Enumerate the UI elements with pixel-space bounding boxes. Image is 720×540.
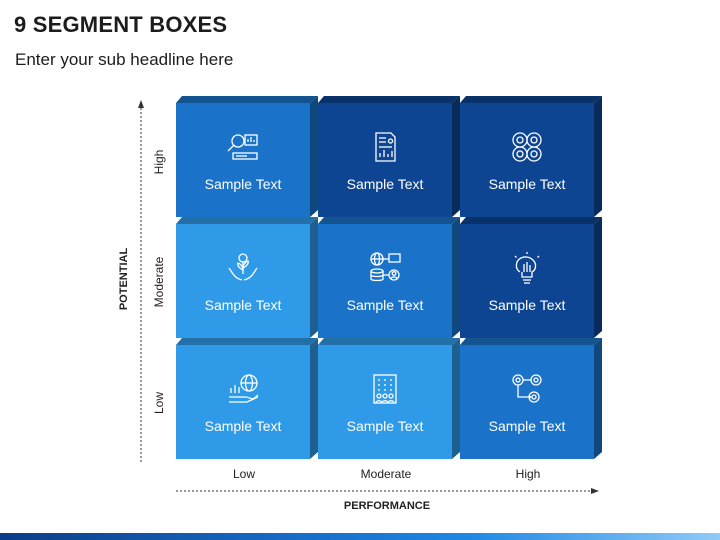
page-subtitle: Enter your sub headline here xyxy=(15,50,234,69)
box-top-face xyxy=(176,96,318,103)
box-label: Sample Text xyxy=(346,297,424,313)
box-front-face xyxy=(460,224,594,338)
segment-box-moderate-high: Sample Text xyxy=(460,217,602,345)
box-front-face xyxy=(318,224,452,338)
x-tick-moderate: Moderate xyxy=(360,467,412,481)
box-label: Sample Text xyxy=(488,297,566,313)
idea-bulb-icon xyxy=(514,252,540,284)
x-tick-high: High xyxy=(515,467,541,481)
segment-box-moderate-low: Sample Text xyxy=(176,217,318,345)
gears-process-icon xyxy=(512,374,542,403)
box-label: Sample Text xyxy=(488,418,566,434)
segment-box-high-low: Sample Text xyxy=(176,96,318,224)
box-front-face xyxy=(176,103,310,217)
box-top-face xyxy=(318,338,460,345)
y-tick-moderate: Moderate xyxy=(152,256,166,308)
x-axis-title: PERFORMANCE xyxy=(343,500,431,512)
four-circles-icon xyxy=(512,132,542,162)
y-tick-low: Low xyxy=(152,391,166,415)
box-top-face xyxy=(460,217,602,224)
segment-box-low-moderate: Sample Text xyxy=(318,338,460,466)
page-title: 9 SEGMENT BOXES xyxy=(14,12,228,37)
box-side-face xyxy=(310,338,318,459)
box-side-face xyxy=(452,96,460,217)
box-top-face xyxy=(318,96,460,103)
box-front-face xyxy=(460,103,594,217)
office-building-icon xyxy=(373,374,397,404)
network-database-icon xyxy=(370,252,401,282)
box-side-face xyxy=(594,96,602,217)
globe-chart-icon xyxy=(229,374,259,403)
box-top-face xyxy=(460,96,602,103)
segment-box-high-high: Sample Text xyxy=(460,96,602,224)
analytics-search-icon xyxy=(227,134,258,160)
box-top-face xyxy=(318,217,460,224)
box-top-face xyxy=(176,338,318,345)
box-side-face xyxy=(452,338,460,459)
box-label: Sample Text xyxy=(488,176,566,192)
box-label: Sample Text xyxy=(204,176,282,192)
box-front-face xyxy=(318,345,452,459)
segment-box-moderate-moderate: Sample Text xyxy=(318,217,460,345)
segment-box-high-moderate: Sample Text xyxy=(318,96,460,224)
box-label: Sample Text xyxy=(204,297,282,313)
box-label: Sample Text xyxy=(204,418,282,434)
box-side-face xyxy=(594,338,602,459)
box-top-face xyxy=(176,217,318,224)
x-tick-low: Low xyxy=(232,467,256,481)
box-front-face xyxy=(318,103,452,217)
report-document-icon xyxy=(375,132,396,162)
box-label: Sample Text xyxy=(346,176,424,192)
box-top-face xyxy=(460,338,602,345)
y-axis-arrowhead xyxy=(138,100,144,108)
box-front-face xyxy=(176,224,310,338)
box-label: Sample Text xyxy=(346,418,424,434)
footer-accent-bar xyxy=(0,533,720,540)
box-side-face xyxy=(452,217,460,338)
y-axis-title: POTENTIAL xyxy=(118,247,130,311)
box-side-face xyxy=(310,217,318,338)
segment-box-low-high: Sample Text xyxy=(460,338,602,466)
segment-box-low-low: Sample Text xyxy=(176,338,318,466)
box-front-face xyxy=(460,345,594,459)
y-tick-high: High xyxy=(152,149,166,175)
box-side-face xyxy=(310,96,318,217)
x-axis-arrowhead xyxy=(591,488,599,494)
hands-growth-icon xyxy=(228,253,258,281)
box-side-face xyxy=(594,217,602,338)
